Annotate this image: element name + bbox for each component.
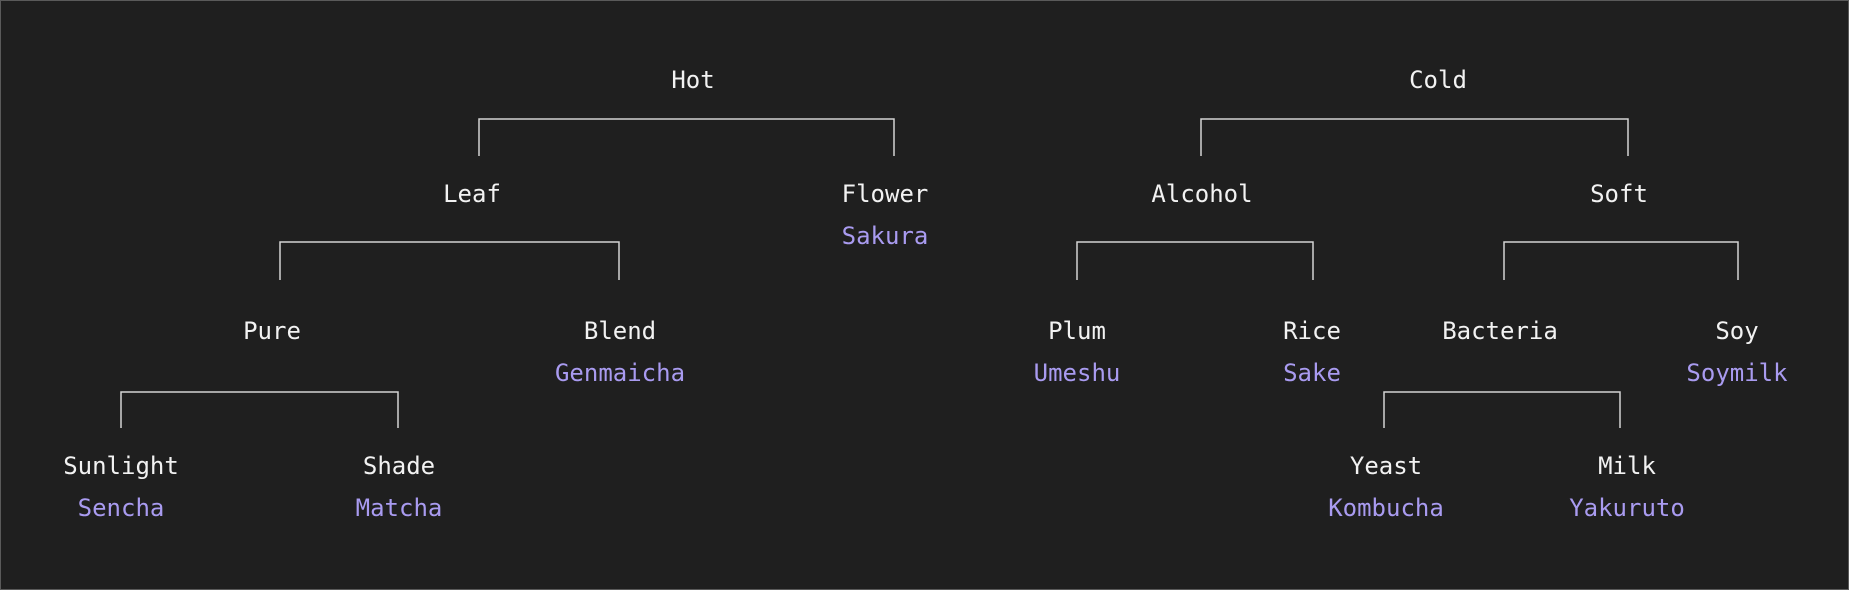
node-pure: Pure: [243, 317, 301, 345]
connector-leaf: [279, 241, 620, 280]
node-blend: Blend: [583, 317, 657, 345]
node-alcohol: Alcohol: [1151, 180, 1253, 208]
node-cold: Cold: [1409, 66, 1467, 94]
node-sunlight: Sunlight: [63, 452, 179, 480]
connector-hot: [478, 118, 895, 156]
node-plum: Plum: [1048, 317, 1106, 345]
drink-yeast: Kombucha: [1328, 494, 1444, 522]
connector-cold: [1200, 118, 1629, 156]
connector-soft: [1503, 241, 1739, 280]
drink-plum: Umeshu: [1033, 359, 1121, 387]
node-soft: Soft: [1590, 180, 1648, 208]
connector-pure: [120, 391, 399, 428]
node-hot: Hot: [671, 66, 715, 94]
connector-bacteria: [1383, 391, 1621, 428]
node-bacteria: Bacteria: [1442, 317, 1558, 345]
drink-soy: Soymilk: [1686, 359, 1788, 387]
node-milk: Milk: [1598, 452, 1656, 480]
node-shade: Shade: [362, 452, 436, 480]
node-flower: Flower: [841, 180, 929, 208]
drink-rice: Sake: [1283, 359, 1341, 387]
node-leaf: Leaf: [443, 180, 501, 208]
drink-blend: Genmaicha: [554, 359, 686, 387]
drink-flower: Sakura: [841, 222, 929, 250]
drink-sunlight: Sencha: [77, 494, 165, 522]
node-rice: Rice: [1283, 317, 1341, 345]
node-yeast: Yeast: [1349, 452, 1423, 480]
connector-alcohol: [1076, 241, 1314, 280]
drink-shade: Matcha: [355, 494, 443, 522]
node-soy: Soy: [1715, 317, 1759, 345]
drink-milk: Yakuruto: [1569, 494, 1685, 522]
